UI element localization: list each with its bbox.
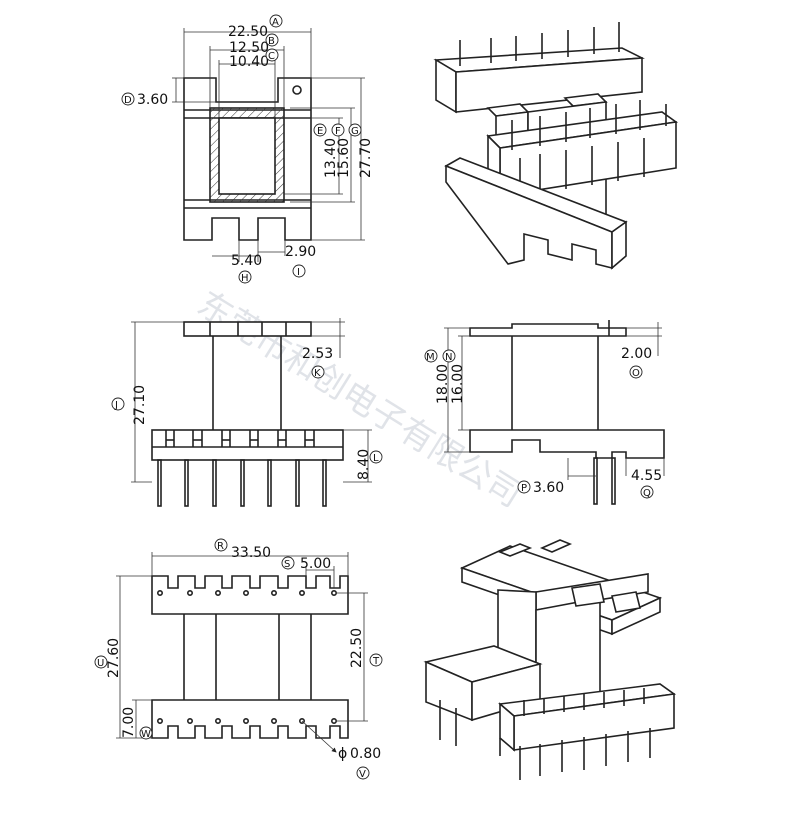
- iso-view-top: [433, 22, 679, 270]
- bottom-view: R 33.50 S 5.00 22.50 T U 27.60 ϕ 0.80 V …: [94, 538, 383, 780]
- dim-id: C: [268, 51, 275, 62]
- dim-value: 27.60: [106, 638, 122, 678]
- dim-value: 10.40: [229, 54, 269, 70]
- dim-id: R: [217, 541, 224, 552]
- phi-symbol: ϕ: [338, 746, 347, 762]
- dim-value: 27.70: [358, 138, 374, 178]
- front-view: J 27.10 2.53 K 8.40 L: [111, 318, 383, 507]
- dim-id: P: [521, 483, 527, 494]
- dim-id: I: [297, 267, 300, 278]
- dim-value: 5.00: [300, 556, 331, 572]
- dim-id: J: [114, 400, 118, 411]
- dim-id: B: [268, 36, 275, 47]
- dim-id: Q: [643, 488, 651, 499]
- dim-id: E: [317, 126, 323, 137]
- dim-id: G: [351, 126, 359, 137]
- dim-value: 3.60: [533, 480, 564, 496]
- dim-value: 4.55: [631, 468, 662, 484]
- dim-value: 0.80: [350, 746, 381, 762]
- iso-view-bottom: [423, 539, 677, 780]
- dim-id: A: [272, 17, 279, 28]
- dim-value: 22.50: [228, 24, 268, 40]
- dim-id: T: [372, 656, 380, 667]
- dim-value: 3.60: [137, 92, 168, 108]
- dim-value: 27.10: [132, 385, 148, 425]
- dim-id: M: [426, 352, 435, 363]
- dim-id: N: [445, 352, 452, 363]
- dim-id: D: [124, 95, 132, 106]
- dim-value: 2.00: [621, 346, 652, 362]
- dim-id: F: [335, 126, 341, 137]
- dim-value: 22.50: [349, 628, 365, 668]
- dim-value: 8.40: [356, 449, 372, 480]
- side-view: M 18.00 N 16.00 2.00 O P 3.60 4.55 Q: [424, 320, 665, 505]
- dim-value: 16.00: [450, 364, 466, 404]
- dim-id: W: [141, 729, 151, 740]
- dim-id: K: [314, 368, 321, 379]
- dim-value: 13.40: [323, 138, 339, 178]
- dim-value: 15.60: [336, 138, 352, 178]
- dim-value: 5.40: [231, 253, 262, 269]
- dim-value: 33.50: [231, 545, 271, 561]
- dim-id: H: [241, 273, 249, 284]
- dim-id: U: [97, 658, 104, 669]
- dim-id: O: [632, 368, 640, 379]
- dim-id: S: [284, 559, 290, 570]
- dim-id: L: [373, 453, 379, 464]
- top-view: 22.50 A 12.50 B 10.40 C D 3.60 13.40 E 1…: [121, 14, 374, 284]
- dim-id: V: [359, 769, 366, 780]
- dim-value: 12.50: [229, 40, 269, 56]
- dim-value: 2.90: [285, 244, 316, 260]
- dim-value: 18.00: [435, 364, 451, 404]
- dim-value: 2.53: [302, 346, 333, 362]
- dim-value: 7.00: [121, 707, 137, 738]
